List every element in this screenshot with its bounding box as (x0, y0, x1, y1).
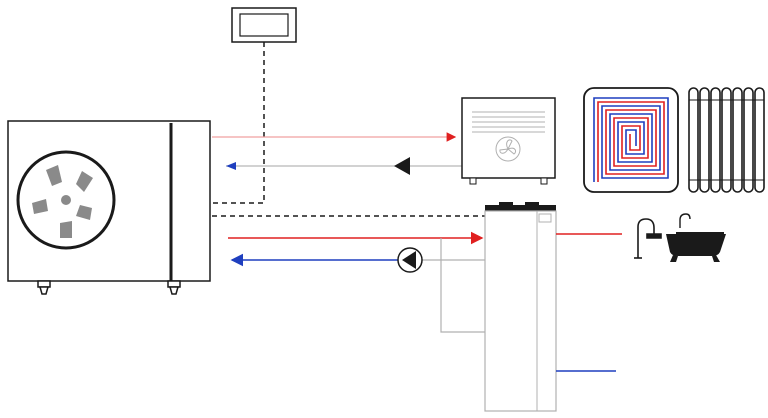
tank-icon (484, 210, 557, 412)
heat-pump-outdoor-unit (7, 120, 211, 295)
fan-coil-circulation-pump (394, 157, 410, 175)
floor-heating-coil-icon (593, 97, 669, 182)
fan-icon (495, 136, 521, 162)
unit-foot-right (167, 280, 181, 295)
radiator (688, 87, 765, 193)
control-wiring (212, 42, 485, 217)
bathtub (666, 213, 726, 262)
fan-coil-unit (461, 97, 556, 185)
fan-coil-return-pipe (226, 162, 462, 170)
radiator-icon (688, 87, 765, 193)
hot-water-tank (484, 202, 557, 412)
room-controller (231, 7, 297, 43)
shower (634, 218, 662, 259)
unit-foot-left (37, 280, 51, 295)
thermostat-display-icon (239, 13, 289, 37)
fan-icon (16, 150, 116, 250)
main-circulation-pump (397, 247, 423, 273)
underfloor-heating (583, 87, 679, 193)
bathtub-icon (666, 213, 726, 262)
tank-connection-pipe (440, 238, 485, 333)
shower-icon (634, 218, 662, 259)
